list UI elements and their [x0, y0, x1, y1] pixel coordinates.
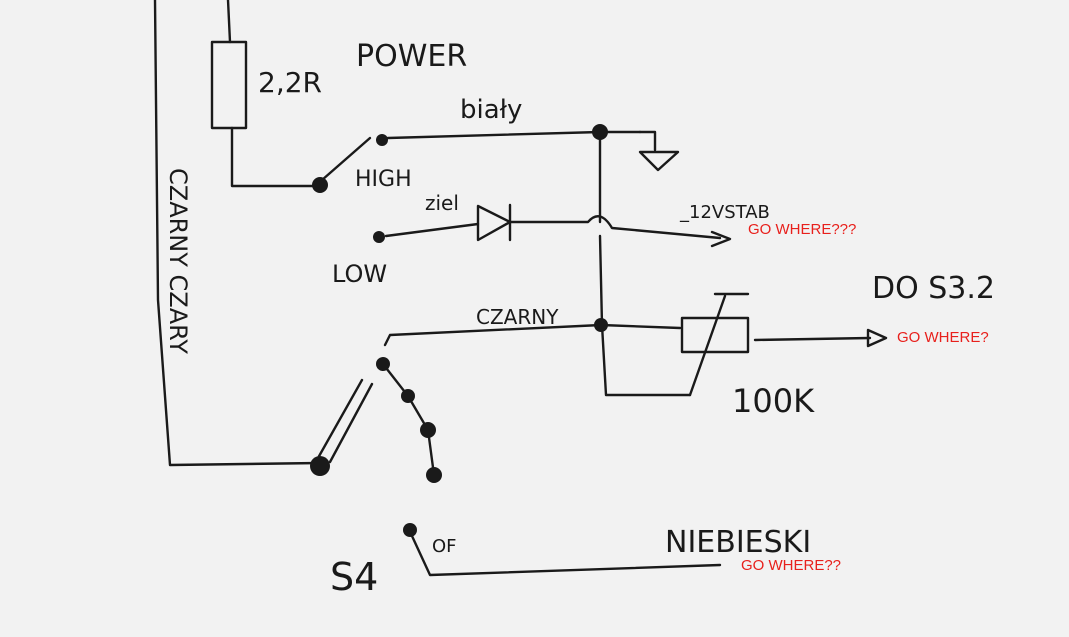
label-alarm-vertical: CZARNY CZARY — [164, 168, 192, 354]
switch-power-pivot — [312, 177, 328, 193]
wire-left-frame — [153, 0, 322, 467]
label-off: OF — [432, 536, 457, 557]
s4-off-contact — [403, 523, 417, 537]
annotation-go-where-s32: GO WHERE? — [897, 329, 989, 346]
switch-power-lever — [320, 136, 372, 182]
label-s4: S4 — [330, 555, 378, 599]
ground-icon — [638, 130, 680, 172]
label-high: HIGH — [355, 167, 412, 192]
wire-resistor-out — [753, 336, 872, 342]
resistor-2-2r — [210, 40, 248, 130]
label-low: LOW — [332, 260, 387, 288]
wire-diode-out — [508, 215, 722, 240]
annotation-go-where-blue: GO WHERE?? — [741, 557, 842, 574]
annotation-go-where-12v: GO WHERE??? — [748, 221, 857, 238]
resistor-100k-wiper — [688, 292, 750, 397]
wire-alarm — [383, 323, 682, 347]
switch-high-contact — [376, 134, 388, 146]
diode-icon — [476, 203, 512, 242]
resistor-100k — [680, 316, 750, 354]
label-resistor-value: 2,2R — [258, 66, 322, 99]
label-white-wire: biały — [460, 95, 522, 125]
wire-blue — [410, 534, 722, 577]
wire-bus — [598, 130, 692, 397]
label-12vstab: _12VSTAB — [679, 202, 770, 223]
s4-pivot — [310, 456, 330, 476]
arrow-do-s32 — [866, 328, 888, 348]
label-100k: 100K — [732, 382, 815, 420]
arrow-12v — [710, 230, 732, 248]
s4-contact-chain — [381, 362, 436, 477]
wire-resistor-to-switch — [230, 126, 320, 188]
label-do-s32: DO S3.2 — [872, 271, 995, 306]
s4-lever — [316, 378, 374, 464]
label-alarm: CZARNY — [476, 305, 559, 329]
wire-low — [384, 222, 480, 238]
switch-low-contact — [373, 231, 385, 243]
wire-top — [226, 0, 232, 44]
label-power: POWER — [356, 39, 467, 74]
label-green-wire: ziel — [425, 191, 459, 215]
label-blue-wire: NIEBIESKI — [665, 525, 811, 560]
